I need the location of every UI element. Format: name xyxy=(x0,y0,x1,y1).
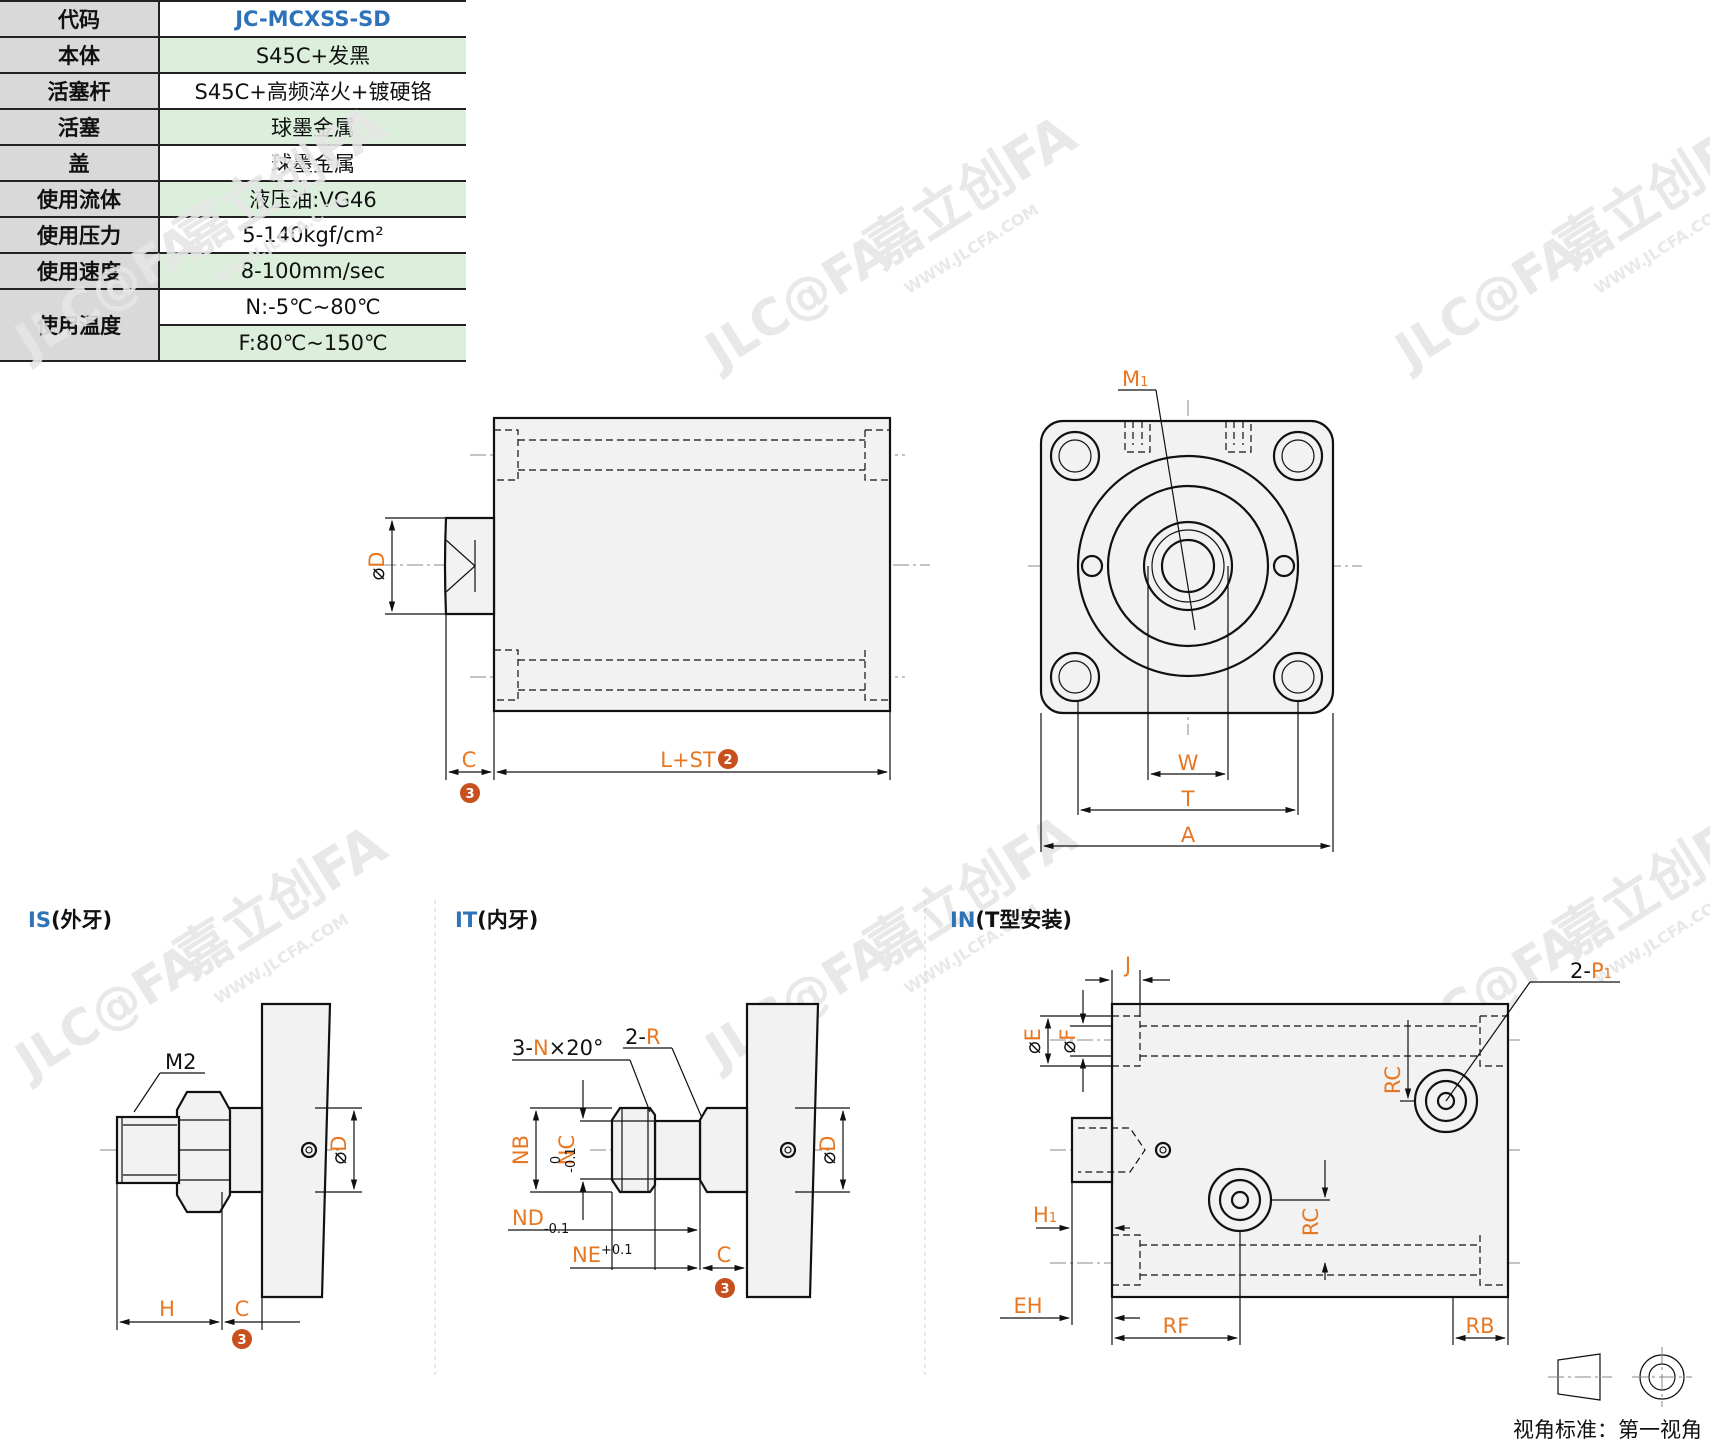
svg-text:⌀D: ⌀D xyxy=(816,1136,840,1165)
spec-row-temp-n: 使用温度 N:-5℃~80℃ xyxy=(0,289,466,362)
spec-value: S45C+发黑 xyxy=(159,37,466,74)
dim-R: 2-R xyxy=(625,1025,661,1049)
svg-text:0: 0 xyxy=(549,1156,564,1164)
section-title-in: IN(T型安装) xyxy=(950,908,1072,932)
spec-row-cover: 盖 球墨金属 xyxy=(0,145,466,182)
dim-D: D xyxy=(327,1136,351,1152)
spec-row-pressure: 使用压力 5-140kgf/cm² xyxy=(0,217,466,254)
dim-RF: RF xyxy=(1163,1314,1190,1338)
dim-J: J xyxy=(1123,953,1131,977)
watermark-brand: 嘉立创FA xyxy=(1545,103,1710,281)
dim-A: A xyxy=(1181,823,1196,847)
is-view: M2 ⌀D H C 3 xyxy=(100,1002,362,1349)
in-rod-end xyxy=(1070,1116,1114,1184)
spec-row-code: 代码 JC-MCXSS-SD xyxy=(0,0,466,38)
spec-value: 球墨金属 xyxy=(159,109,466,146)
spec-table: 代码 JC-MCXSS-SD 本体 S45C+发黑 活塞杆 S45C+高频淬火+… xyxy=(0,0,466,362)
spec-label: 使用压力 xyxy=(0,217,160,254)
dim-W: W xyxy=(1178,751,1199,775)
dim-RB: RB xyxy=(1466,1314,1495,1338)
svg-text:⌀D: ⌀D xyxy=(327,1136,351,1165)
dim-C: C xyxy=(235,1297,250,1321)
dim-T: T xyxy=(1181,787,1195,811)
badge-3 xyxy=(715,1278,735,1298)
svg-text:⌀D: ⌀D xyxy=(365,552,389,581)
in-view: 2-P1 J ⌀E ⌀F RC RC H1 EH xyxy=(1000,953,1620,1345)
spec-row-speed: 使用速度 8-100mm/sec xyxy=(0,253,466,290)
badge-3-label: 3 xyxy=(465,787,474,802)
svg-text:-0.1: -0.1 xyxy=(564,1147,579,1172)
dim-D: D xyxy=(365,552,389,568)
spec-label: 活塞杆 xyxy=(0,73,160,110)
section-title-is: IS(外牙) xyxy=(28,908,112,932)
badge-3 xyxy=(460,783,480,803)
badge-3-label: 3 xyxy=(237,1333,246,1348)
dim-P1: 2-P1 xyxy=(1570,959,1612,983)
in-body xyxy=(1110,1002,1510,1299)
spec-value: 液压油:VG46 xyxy=(159,181,466,218)
spec-row-fluid: 使用流体 液压油:VG46 xyxy=(0,181,466,218)
flange-plate xyxy=(1039,419,1335,715)
spec-label-temp: 使用温度 xyxy=(0,289,160,362)
it-view: 3-N×20° 2-R NB NC 0 -0.1 ND-0.1 NE+0.1 C… xyxy=(508,1002,850,1299)
is-plate xyxy=(260,1002,332,1299)
dim-F: F xyxy=(1056,1029,1080,1041)
section-title-it: IT(内牙) xyxy=(455,908,538,932)
spec-label: 使用流体 xyxy=(0,181,160,218)
spec-row-temp-f: F:80℃~150℃ xyxy=(0,325,466,362)
spec-label-code: 代码 xyxy=(0,0,160,38)
rod-end xyxy=(443,516,496,616)
dim-NE: NE+0.1 xyxy=(572,1243,633,1267)
badge-3-label: 3 xyxy=(720,1282,729,1297)
dim-NC: NC xyxy=(555,1135,579,1165)
dim-RC: RC xyxy=(1381,1066,1405,1094)
spec-row-body: 本体 S45C+发黑 xyxy=(0,37,466,74)
dim-EH: EH xyxy=(1013,1294,1042,1318)
watermark-brand: 嘉立创FA xyxy=(1545,793,1710,971)
spec-value-code: JC-MCXSS-SD xyxy=(159,0,466,38)
dim-ND: ND-0.1 xyxy=(512,1206,569,1237)
spec-value-temp-n: N:-5℃~80℃ xyxy=(159,289,466,326)
dim-E: E xyxy=(1021,1028,1045,1041)
dim-M1: M1 xyxy=(1122,367,1148,391)
spec-value: 5-140kgf/cm² xyxy=(159,217,466,254)
dim-RC: RC xyxy=(1299,1208,1323,1236)
dim-M2: M2 xyxy=(165,1050,196,1074)
dim-C: C xyxy=(717,1243,732,1267)
badge-2 xyxy=(718,749,738,769)
spec-value: S45C+高频淬火+镀硬铬 xyxy=(159,73,466,110)
spec-value: 8-100mm/sec xyxy=(159,253,466,290)
cylinder-body xyxy=(492,416,892,713)
spec-label: 使用速度 xyxy=(0,253,160,290)
front-view: M1 W T A xyxy=(1028,367,1362,852)
dim-NB: NB xyxy=(509,1135,533,1165)
spec-value-temp-f: F:80℃~150℃ xyxy=(159,325,466,362)
dim-H1: H1 xyxy=(1033,1203,1057,1227)
spec-value: 球墨金属 xyxy=(159,145,466,182)
spec-row-piston: 活塞 球墨金属 xyxy=(0,109,466,146)
spec-label: 盖 xyxy=(0,145,160,182)
svg-text:⌀F: ⌀F xyxy=(1056,1029,1080,1054)
first-angle-projection-icon xyxy=(1548,1347,1692,1407)
view-standard-label: 视角标准：第一视角 xyxy=(1513,1418,1702,1442)
dim-C: C xyxy=(462,748,477,772)
badge-3 xyxy=(232,1329,252,1349)
spec-label: 本体 xyxy=(0,37,160,74)
dim-N-chamfer: 3-N×20° xyxy=(512,1036,604,1060)
spec-row-rod: 活塞杆 S45C+高频淬火+镀硬铬 xyxy=(0,73,466,110)
dim-D: D xyxy=(816,1136,840,1152)
it-plate xyxy=(745,1002,820,1299)
side-view: ⌀D C L+ST 2 3 xyxy=(365,416,930,803)
dim-L-ST: L+ST xyxy=(660,748,716,772)
it-rod-end xyxy=(610,1106,657,1194)
badge-2-label: 2 xyxy=(723,753,732,768)
dim-H: H xyxy=(159,1297,175,1321)
svg-text:⌀E: ⌀E xyxy=(1021,1028,1045,1054)
spec-label: 活塞 xyxy=(0,109,160,146)
